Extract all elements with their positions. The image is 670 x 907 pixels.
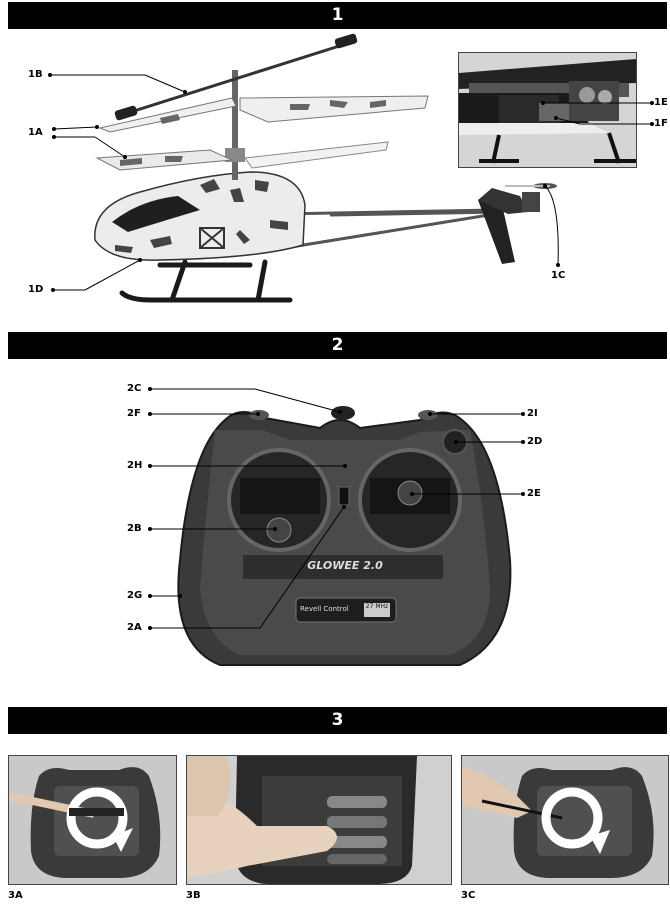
helicopter-skids <box>119 259 293 303</box>
label-2a: 2A <box>127 622 142 633</box>
step-3b-photo <box>186 755 452 885</box>
controller-frequency-badge: 27 MHz <box>364 603 390 617</box>
power-switch <box>338 486 350 506</box>
label-2h: 2H <box>127 460 143 471</box>
label-1f: 1F <box>654 118 668 129</box>
controller-model-name: GLOWEE 2.0 <box>307 559 383 572</box>
label-2f: 2F <box>127 408 141 419</box>
upper-rotor-blade <box>98 97 237 133</box>
section-3-header: 3 <box>8 707 667 734</box>
label-2i: 2I <box>527 408 538 419</box>
section-1-header: 1 <box>8 2 667 29</box>
right-stick <box>397 480 423 506</box>
label-3b: 3B <box>186 890 201 901</box>
step-3a-photo <box>8 755 177 885</box>
step-3c-photo <box>461 755 669 885</box>
label-2c: 2C <box>127 383 142 394</box>
left-stick <box>266 517 292 543</box>
helicopter-tail <box>279 208 501 250</box>
trim-button-right <box>418 410 438 420</box>
label-1b: 1B <box>28 69 43 80</box>
label-2g: 2G <box>127 590 143 601</box>
label-2e: 2E <box>527 488 541 499</box>
label-1e: 1E <box>654 97 668 108</box>
label-1a: 1A <box>28 127 43 138</box>
tail-fin <box>478 196 515 264</box>
section-2-header: 2 <box>8 332 667 359</box>
rotor-head-closeup-photo <box>458 52 637 168</box>
label-3c: 3C <box>461 890 476 901</box>
label-3a: 3A <box>8 890 23 901</box>
label-2b: 2B <box>127 523 142 534</box>
controller-brand: Revell Control <box>300 605 349 613</box>
label-1d: 1D <box>28 284 44 295</box>
rotor-mast <box>232 70 238 180</box>
helicopter-fuselage <box>94 171 306 261</box>
antenna-knob <box>331 406 355 420</box>
label-1c: 1C <box>551 270 566 281</box>
flybar <box>117 40 353 118</box>
label-2d: 2D <box>527 436 543 447</box>
